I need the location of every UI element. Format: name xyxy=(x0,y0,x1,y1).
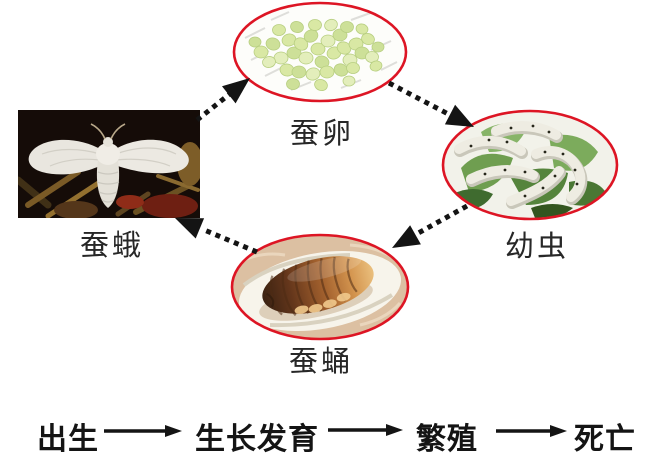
stage-image-pupa xyxy=(230,233,410,341)
flow-arrow-1-icon xyxy=(104,425,182,437)
larva-red-border xyxy=(441,109,619,221)
flow-step-death: 死亡 xyxy=(574,423,636,456)
flow-step-birth: 出生 xyxy=(37,423,99,456)
stage-label-eggs: 蚕卵 xyxy=(289,118,355,150)
stage-label-moth: 蚕蛾 xyxy=(79,230,145,262)
flow-arrow-3-icon xyxy=(496,425,567,437)
moth-left-wing xyxy=(28,139,104,175)
moth-antenna xyxy=(90,123,106,140)
stage-label-larva: 幼虫 xyxy=(504,231,570,263)
moth-illustration xyxy=(18,110,200,218)
flow-arrow-2-icon xyxy=(328,424,403,436)
pupa-red-border xyxy=(230,233,410,341)
stage-label-pupa: 蚕蛹 xyxy=(288,346,354,378)
larva-illustration xyxy=(441,109,619,221)
moth-antenna xyxy=(110,123,126,140)
flow-step-growth: 生长发育 xyxy=(195,423,319,456)
eggs-red-border xyxy=(232,1,408,103)
pupa-illustration xyxy=(230,233,410,341)
stage-image-moth xyxy=(18,110,200,218)
stage-image-larva xyxy=(441,108,619,222)
eggs-illustration xyxy=(232,1,408,103)
flow-step-reproduction: 繁殖 xyxy=(416,423,478,456)
moth-right-wing xyxy=(112,139,189,174)
stage-image-eggs xyxy=(231,0,409,104)
